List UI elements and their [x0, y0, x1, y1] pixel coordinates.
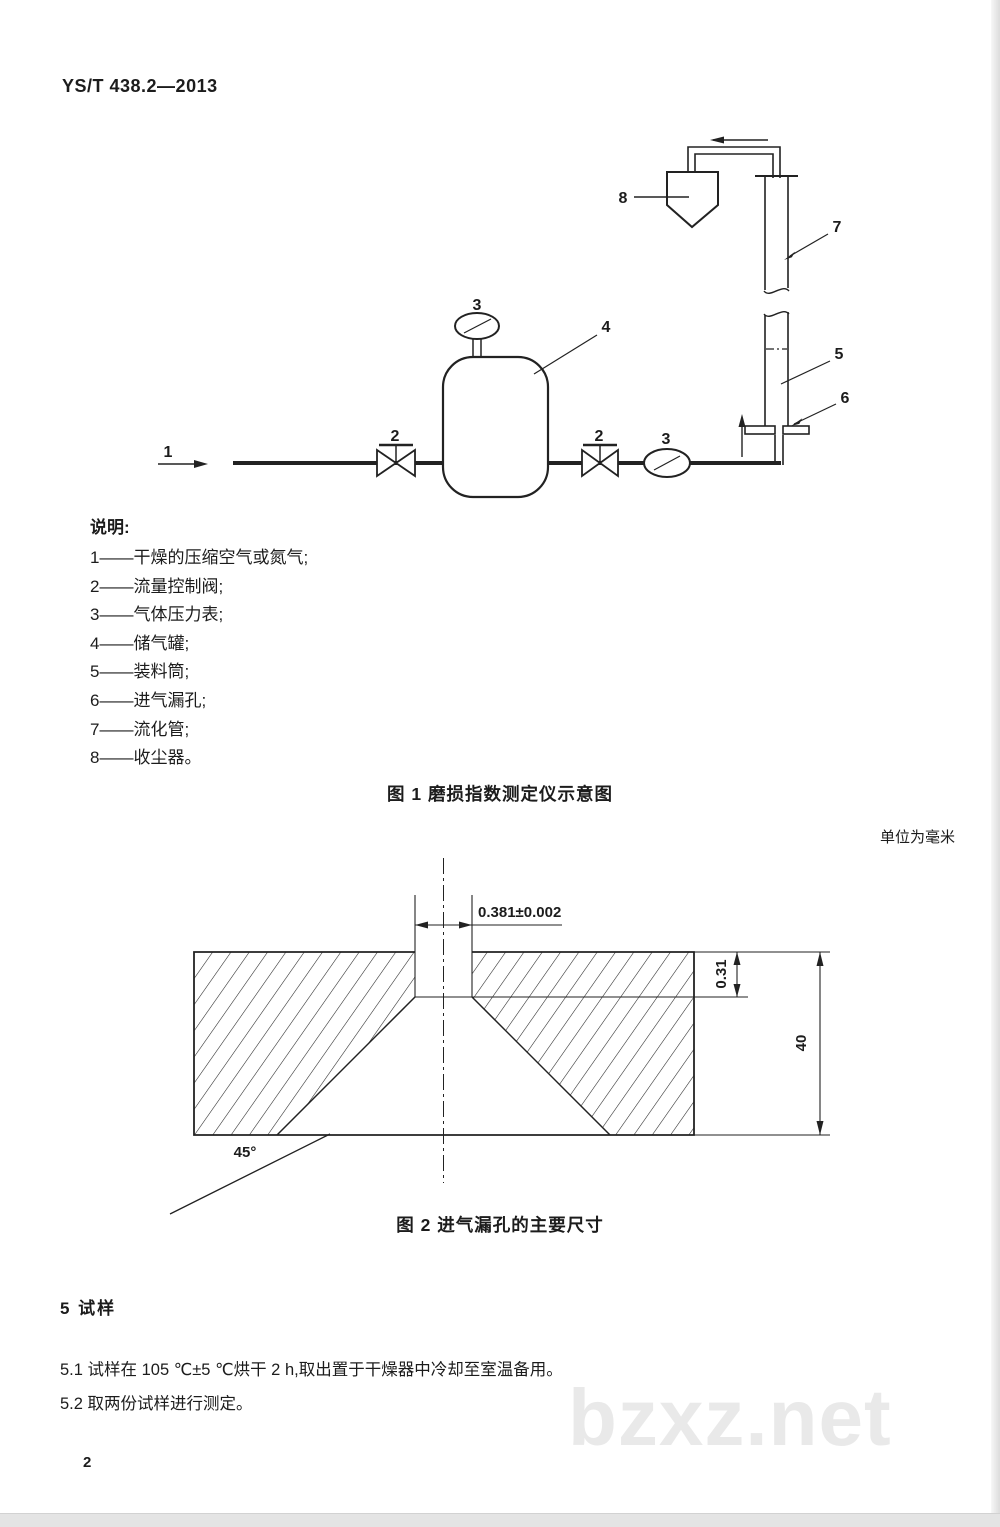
figure1-legend: 说明: 1——干燥的压缩空气或氮气; 2——流量控制阀; 3——气体压力表; 4…	[90, 513, 308, 773]
fluidization-tube: 7 5	[755, 175, 844, 426]
legend-item-1: 1——干燥的压缩空气或氮气;	[90, 548, 309, 567]
label-8: 8	[619, 190, 628, 207]
legend-item-3: 3——气体压力表;	[90, 605, 224, 625]
figure1-apparatus-diagram: 1 4 3 2 2	[158, 136, 850, 499]
page-right-edge	[991, 0, 1000, 1527]
label-6: 6	[841, 390, 850, 407]
dim-width-text: 0.381±0.002	[478, 904, 561, 921]
flow-valve-right: 2	[581, 428, 619, 478]
legend-item-4: 4——储气罐;	[90, 633, 190, 653]
label-7: 7	[833, 219, 842, 236]
label-3: 3	[473, 297, 482, 314]
legend-item-7: 7——流化管;	[90, 719, 190, 739]
legend-item-6: 6——进气漏孔;	[90, 690, 207, 710]
clause-5-1: 5.1 试样在 105 ℃±5 ℃烘干 2 h,取出置于干燥器中冷却至室温备用。	[60, 1361, 563, 1379]
inlet-arrow: 1	[158, 444, 208, 468]
dim-channel-depth: 0.31	[415, 951, 830, 998]
watermark: bzxz.net	[568, 1373, 892, 1462]
legend-item-8: 8——收尘器。	[90, 748, 202, 768]
label-1: 1	[164, 444, 173, 461]
storage-tank: 4	[441, 319, 611, 499]
flow-valve-left: 2	[376, 428, 416, 478]
line-pressure-gauge: 3	[643, 431, 691, 478]
section5-heading: 5 试样	[60, 1299, 117, 1318]
dim-angle-text: 45°	[234, 1144, 257, 1161]
bottom-scroll-bar	[0, 1513, 1000, 1527]
figure1-caption: 图 1 磨损指数测定仪示意图	[387, 784, 613, 804]
label-3b: 3	[662, 431, 671, 448]
elbow-pipe	[774, 435, 784, 465]
figure2-caption: 图 2 进气漏孔的主要尺寸	[396, 1215, 604, 1235]
label-4: 4	[602, 319, 611, 336]
clause-5-2: 5.2 取两份试样进行测定。	[60, 1395, 253, 1413]
page-number: 2	[83, 1454, 92, 1471]
dim-depth-text: 0.31	[713, 959, 730, 988]
unit-note: 单位为毫米	[879, 829, 955, 846]
up-flow-arrow	[738, 414, 746, 457]
dim-block-height: 40	[694, 952, 830, 1136]
label-5: 5	[835, 346, 844, 363]
dim-orifice-width: 0.381±0.002	[414, 895, 562, 997]
label-2b: 2	[595, 428, 604, 445]
orifice-flange: 6	[744, 390, 850, 435]
legend-title: 说明:	[90, 518, 130, 537]
standard-number: YS/T 438.2—2013	[62, 76, 218, 96]
dim-height-text: 40	[793, 1035, 810, 1052]
label-2: 2	[391, 428, 400, 445]
figure2-orifice-drawing: 0.381±0.002 0.31 40 45°	[169, 858, 830, 1215]
dim-cone-angle: 45°	[169, 1133, 331, 1215]
dust-collector: 8	[619, 171, 719, 229]
legend-item-5: 5——装料筒;	[90, 662, 190, 682]
tank-pressure-gauge: 3	[454, 297, 500, 357]
top-return-pipe	[687, 136, 781, 178]
legend-item-2: 2——流量控制阀;	[90, 576, 224, 596]
